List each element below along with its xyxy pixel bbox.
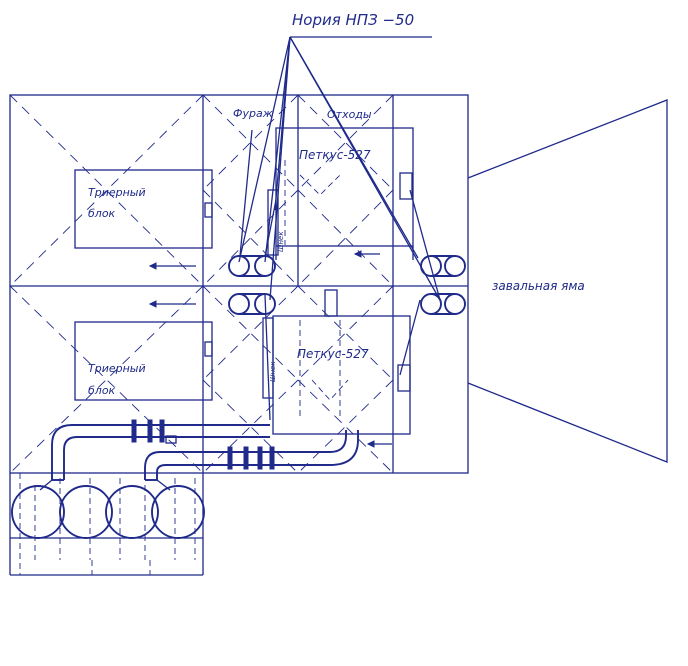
petkus-top-label: Петкус-527: [299, 148, 371, 162]
pipe-valve-1: [131, 419, 137, 443]
elevator-2-left-pulley: [228, 293, 250, 315]
dashed-hidden-lines: [9, 94, 394, 575]
feed-label: Фураж: [233, 107, 273, 120]
hidden-diagonal-3: [9, 285, 204, 474]
elevator-leader-2: [264, 36, 291, 263]
flow-arrow-petkus-top-head: [353, 250, 362, 258]
petkus-bottom-hopper-hidden: [299, 320, 349, 420]
leader-lines: [148, 36, 441, 448]
pipe-valve-4: [227, 446, 233, 470]
hidden-diagonal-10: [202, 189, 299, 287]
elevator-leader-5: [289, 36, 441, 301]
hidden-diagonal-1: [9, 94, 204, 287]
hidden-diagonal-7: [297, 94, 394, 191]
trier-bottom-label-line2: блок: [88, 384, 116, 397]
hidden-diagonal-15: [297, 285, 394, 381]
storage-bin-2: [59, 485, 113, 539]
elevator-label: Нория НПЗ −50: [292, 11, 414, 29]
petkus-bottom-inlet: [324, 289, 338, 317]
storage-bin-3: [105, 485, 159, 539]
hidden-diagonal-18: [202, 379, 299, 474]
hidden-diagonal-4: [9, 285, 204, 474]
petkus-bottom-label: Петкус-527: [297, 347, 369, 361]
hidden-diagonal-5: [202, 94, 299, 191]
hidden-diagonal-12: [297, 189, 394, 287]
pipe-valve-6: [257, 446, 263, 470]
connection-line-5: [264, 294, 271, 421]
auger-bottom: [262, 317, 274, 399]
auger-bottom-label: Шнек: [269, 361, 277, 382]
pipe-lower-bin-spur: [156, 479, 171, 491]
hidden-diagonal-2: [9, 94, 204, 287]
hidden-diagonal-11: [297, 189, 394, 287]
petkus-top: [275, 127, 414, 247]
auger-top-label: Шнек: [277, 231, 285, 252]
petkus-top-outlet: [399, 172, 413, 200]
petkus-top-hopper-hidden: [284, 160, 341, 245]
pipe-valve-5: [243, 446, 249, 470]
receiving-pit-outline: [467, 99, 668, 463]
pipeline: [39, 189, 359, 491]
pipe-lower-run: [144, 451, 330, 480]
pipe-flange-box: [165, 435, 177, 444]
elevator-1-left-pulley: [228, 255, 250, 277]
hidden-diagonal-9: [202, 189, 299, 287]
trier-block-bottom-outlet: [204, 341, 213, 357]
pipe-valve-7: [269, 446, 275, 470]
flow-arrow-top-head: [148, 262, 157, 270]
hidden-diagonal-17: [202, 379, 299, 474]
petkus-bottom-outlet: [397, 364, 411, 392]
trier-block-bottom: [74, 321, 213, 401]
hidden-diagonal-8: [297, 94, 394, 191]
pipe-upper-bin-spur: [39, 479, 53, 491]
machines: [11, 127, 466, 539]
pipe-upper-run: [51, 424, 270, 480]
receiving-pit-label: завальная яма: [492, 279, 585, 293]
connection-line-4: [399, 299, 421, 376]
connection-line-1: [239, 129, 253, 257]
pipe-riser: [329, 430, 359, 466]
storage-bin-4: [151, 485, 205, 539]
building-structure: [9, 94, 668, 576]
connection-line-3: [409, 189, 441, 301]
trier-bottom-label-line1: Триерный: [88, 362, 146, 375]
flow-arrow-bottom-head: [148, 300, 157, 308]
elevator-4-right-pulley: [444, 293, 466, 315]
hidden-diagonal-19: [297, 379, 394, 474]
elevator-leader-1: [238, 36, 291, 263]
trier-top-label-line1: Триерный: [88, 186, 146, 199]
pipe-valve-2: [147, 419, 153, 443]
storage-bin-1: [11, 485, 65, 539]
elevator-3-right-pulley: [444, 255, 466, 277]
trier-block-top-outlet: [204, 202, 213, 218]
pipe-valve-3: [159, 419, 165, 443]
flow-arrow-petkus-bottom-head: [366, 440, 375, 448]
hidden-diagonal-13: [202, 285, 299, 381]
elevator-leader-6: [274, 36, 291, 211]
hidden-diagonal-14: [202, 285, 299, 381]
trier-top-label-line2: блок: [88, 207, 116, 220]
hidden-diagonal-16: [297, 285, 394, 381]
waste-label: Отходы: [327, 108, 372, 121]
connection-line-2: [264, 199, 277, 257]
building-outline: [9, 94, 469, 474]
hidden-diagonal-20: [297, 379, 394, 474]
